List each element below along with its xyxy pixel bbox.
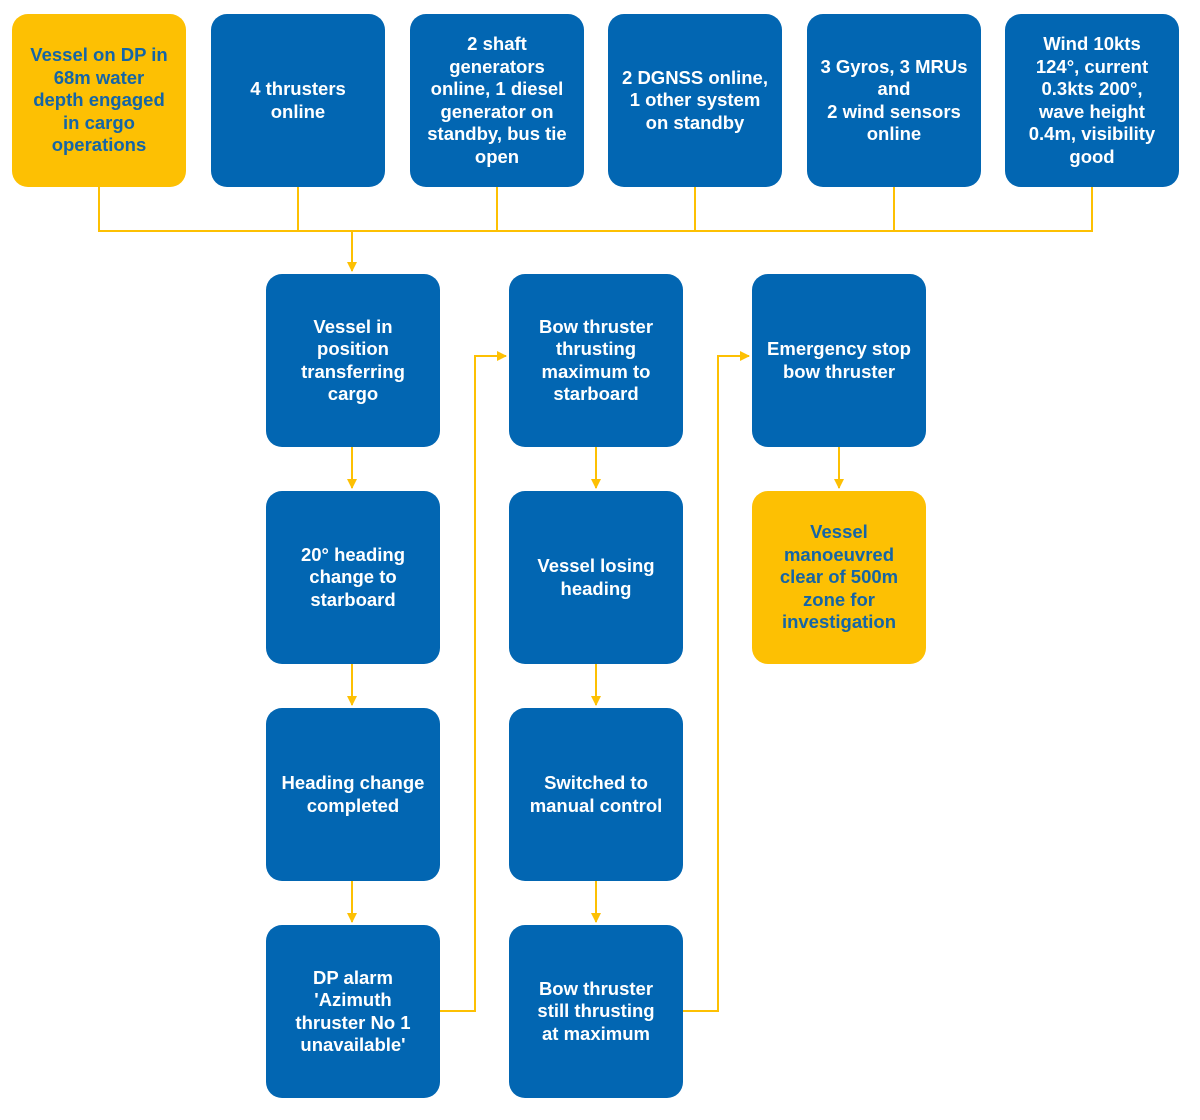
box-label: 20° heading change to starboard [300,543,406,610]
box-label: Emergency stop bow thruster [767,338,911,382]
context-box-sensors: 3 Gyros, 3 MRUs and 2 wind sensors onlin… [807,14,981,187]
box-label: DP alarm 'Azimuth thruster No 1 unavaila… [295,966,411,1056]
box-label: 2 DGNSS online, 1 other system on standb… [622,66,768,133]
step-dp-alarm: DP alarm 'Azimuth thruster No 1 unavaila… [266,925,440,1098]
step-heading-change: 20° heading change to starboard [266,491,440,664]
box-label: 4 thrusters online [250,78,346,122]
box-label: Vessel in position transferring cargo [301,315,405,405]
box-label: Vessel on DP in 68m water depth engaged … [30,44,168,156]
step-bow-thruster-max: Bow thruster thrusting maximum to starbo… [509,274,683,447]
box-label: Heading change completed [281,772,425,816]
box-label: Vessel manoeuvred clear of 500m zone for… [779,521,899,633]
context-box-generators: 2 shaft generators online, 1 diesel gene… [410,14,584,187]
top-bus-line [98,187,1093,232]
context-box-environment: Wind 10kts 124°, current 0.3kts 200°, wa… [1005,14,1179,187]
box-label: 3 Gyros, 3 MRUs and 2 wind sensors onlin… [820,55,968,145]
box-label: Wind 10kts 124°, current 0.3kts 200°, wa… [1028,33,1156,167]
context-box-thrusters: 4 thrusters online [211,14,385,187]
box-label: Bow thruster still thrusting at maximum [537,977,655,1044]
step-bow-thruster-still-max: Bow thruster still thrusting at maximum [509,925,683,1098]
box-label: 2 shaft generators online, 1 diesel gene… [427,33,567,167]
arrow-col1-to-col2 [440,351,507,1012]
context-box-dp-operations: Vessel on DP in 68m water depth engaged … [12,14,186,187]
step-losing-heading: Vessel losing heading [509,491,683,664]
outcome-vessel-manoeuvred-clear: Vessel manoeuvred clear of 500m zone for… [752,491,926,664]
box-label: Switched to manual control [529,772,663,816]
step-manual-control: Switched to manual control [509,708,683,881]
step-emergency-stop: Emergency stop bow thruster [752,274,926,447]
step-heading-completed: Heading change completed [266,708,440,881]
context-box-dgnss: 2 DGNSS online, 1 other system on standb… [608,14,782,187]
step-vessel-in-position: Vessel in position transferring cargo [266,274,440,447]
arrow-col2-to-col3 [683,351,750,1012]
box-label: Vessel losing heading [537,555,655,599]
box-label: Bow thruster thrusting maximum to starbo… [538,315,654,405]
